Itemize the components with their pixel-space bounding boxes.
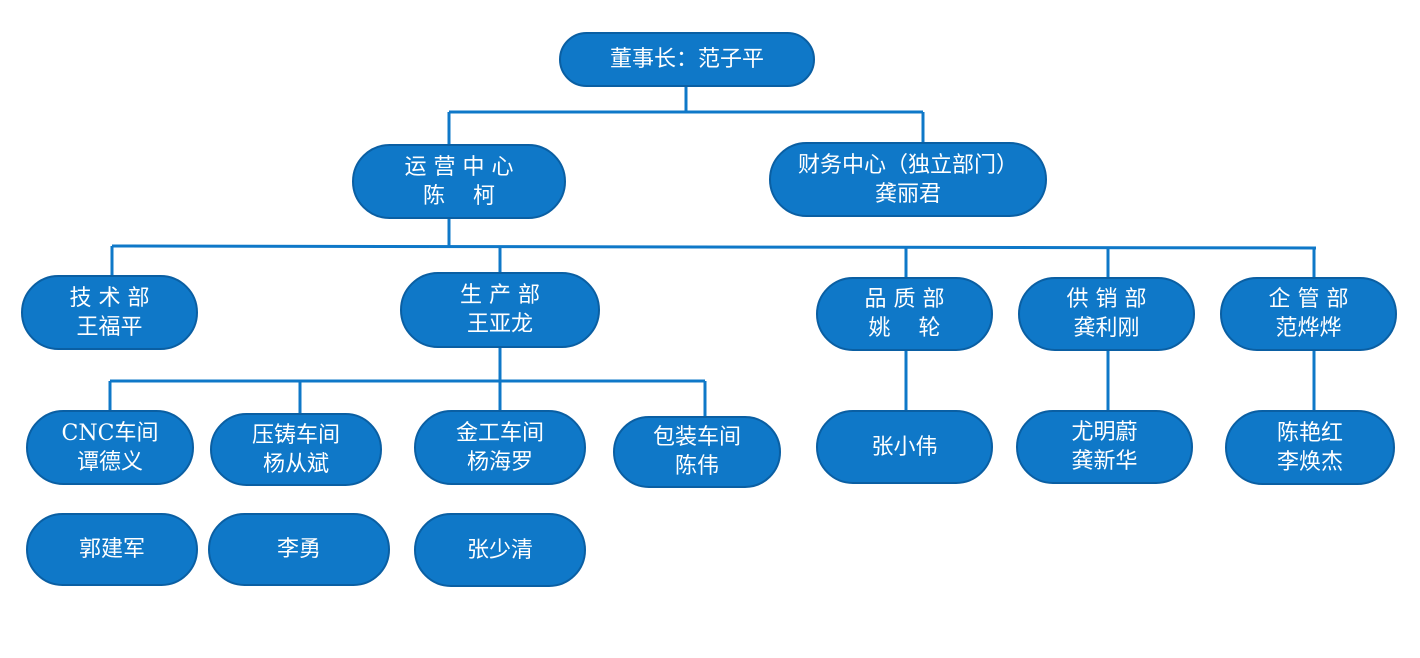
casting-workshop-node: 压铸车间 杨从斌 <box>210 413 382 486</box>
node-title: 品 质 部 <box>864 287 945 312</box>
connector <box>111 244 1317 250</box>
node-title: 陈艳红 <box>1276 420 1343 446</box>
node-person: 陈 柯 <box>423 183 495 209</box>
management-dept-node: 企 管 部 范烨烨 <box>1220 277 1397 351</box>
node-person: 李焕杰 <box>1276 449 1343 475</box>
node-title: 金工车间 <box>455 420 544 446</box>
node-person: 龚利刚 <box>1073 316 1140 341</box>
metalwork-workshop-node: 金工车间 杨海罗 <box>414 410 586 485</box>
operations-center-node: 运 营 中 心 陈 柯 <box>352 144 566 219</box>
node-person: 陈伟 <box>674 454 719 479</box>
node-person: 张少清 <box>466 537 533 563</box>
supply-dept-node: 供 销 部 龚利刚 <box>1018 277 1195 351</box>
node-title: 企 管 部 <box>1268 287 1349 312</box>
production-dept-node: 生 产 部 王亚龙 <box>400 272 600 348</box>
packaging-workshop-node: 包装车间 陈伟 <box>613 416 781 488</box>
node-title: 技 术 部 <box>69 285 150 311</box>
tech-dept-node: 技 术 部 王福平 <box>21 275 198 350</box>
node-title: 供 销 部 <box>1066 287 1147 312</box>
node-person: 范烨烨 <box>1275 316 1342 341</box>
cnc-workshop-node: CNC车间 谭德义 <box>26 410 194 485</box>
node-title: 尤明蔚 <box>1071 420 1138 445</box>
node-person: 杨从斌 <box>262 451 329 477</box>
node-person: 郭建军 <box>78 537 145 562</box>
node-title: 生 产 部 <box>460 283 540 308</box>
node-title: 董事长：范子平 <box>609 47 764 72</box>
node-person: 李勇 <box>276 537 321 562</box>
node-title: 包装车间 <box>652 425 741 450</box>
finance-center-node: 财务中心（独立部门） 龚丽君 <box>769 142 1047 217</box>
node-title: 运 营 中 心 <box>404 154 514 180</box>
node-title: 压铸车间 <box>251 422 340 448</box>
node-title: CNC车间 <box>61 420 159 446</box>
node-person: 谭德义 <box>76 449 143 475</box>
casting-staff-node: 李勇 <box>208 513 390 586</box>
node-person: 王福平 <box>76 314 143 340</box>
node-person: 姚 轮 <box>868 316 941 341</box>
node-person: 杨海罗 <box>466 449 533 475</box>
node-person: 龚新华 <box>1071 449 1138 474</box>
node-person: 龚丽君 <box>874 181 941 207</box>
chairman-node: 董事长：范子平 <box>559 32 815 87</box>
node-title: 财务中心（独立部门） <box>797 152 1018 178</box>
cnc-staff-node: 郭建军 <box>26 513 198 586</box>
quality-dept-node: 品 质 部 姚 轮 <box>816 277 993 351</box>
node-person: 张小伟 <box>871 434 938 460</box>
management-staff-node: 陈艳红 李焕杰 <box>1225 410 1395 485</box>
metalwork-staff-node: 张少清 <box>414 513 586 587</box>
quality-staff-node: 张小伟 <box>816 410 993 484</box>
node-person: 王亚龙 <box>466 312 533 337</box>
supply-staff-node: 尤明蔚 龚新华 <box>1016 410 1193 484</box>
